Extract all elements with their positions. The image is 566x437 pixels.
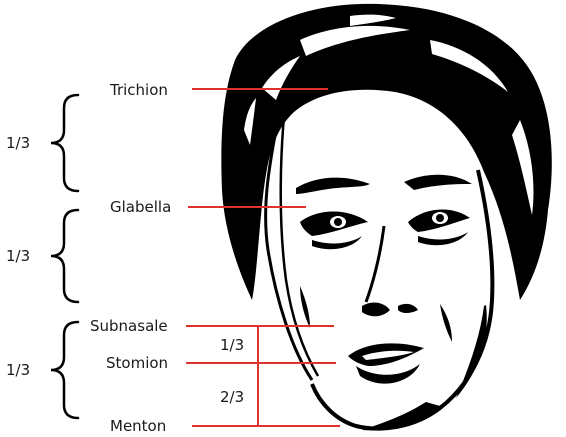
middle-third-ratio: 1/3 (6, 247, 30, 265)
thirds-braces (50, 93, 80, 420)
face-contour-left (264, 119, 314, 381)
nose (364, 225, 386, 303)
hair-shape (221, 3, 552, 300)
upper-lip-ratio: 1/3 (220, 336, 244, 354)
lower-third-brace (50, 320, 80, 420)
right-eyebrow (404, 174, 472, 190)
upper-third-brace (50, 93, 80, 193)
glabella-label: Glabella (110, 198, 171, 216)
guide-lines (186, 88, 340, 427)
left-eyebrow (296, 177, 370, 194)
woman-face-illustration-icon (221, 3, 552, 431)
upper-third-ratio: 1/3 (6, 134, 30, 152)
lower-lip-chin-ratio: 2/3 (220, 388, 244, 406)
trichion-label: Trichion (109, 81, 168, 99)
face-contour-right (310, 169, 495, 431)
menton-label: Menton (110, 417, 166, 435)
subnasale-label: Subnasale (90, 317, 168, 335)
middle-third-brace (50, 208, 80, 304)
stomion-label: Stomion (106, 354, 168, 372)
lower-third-ratio: 1/3 (6, 361, 30, 379)
